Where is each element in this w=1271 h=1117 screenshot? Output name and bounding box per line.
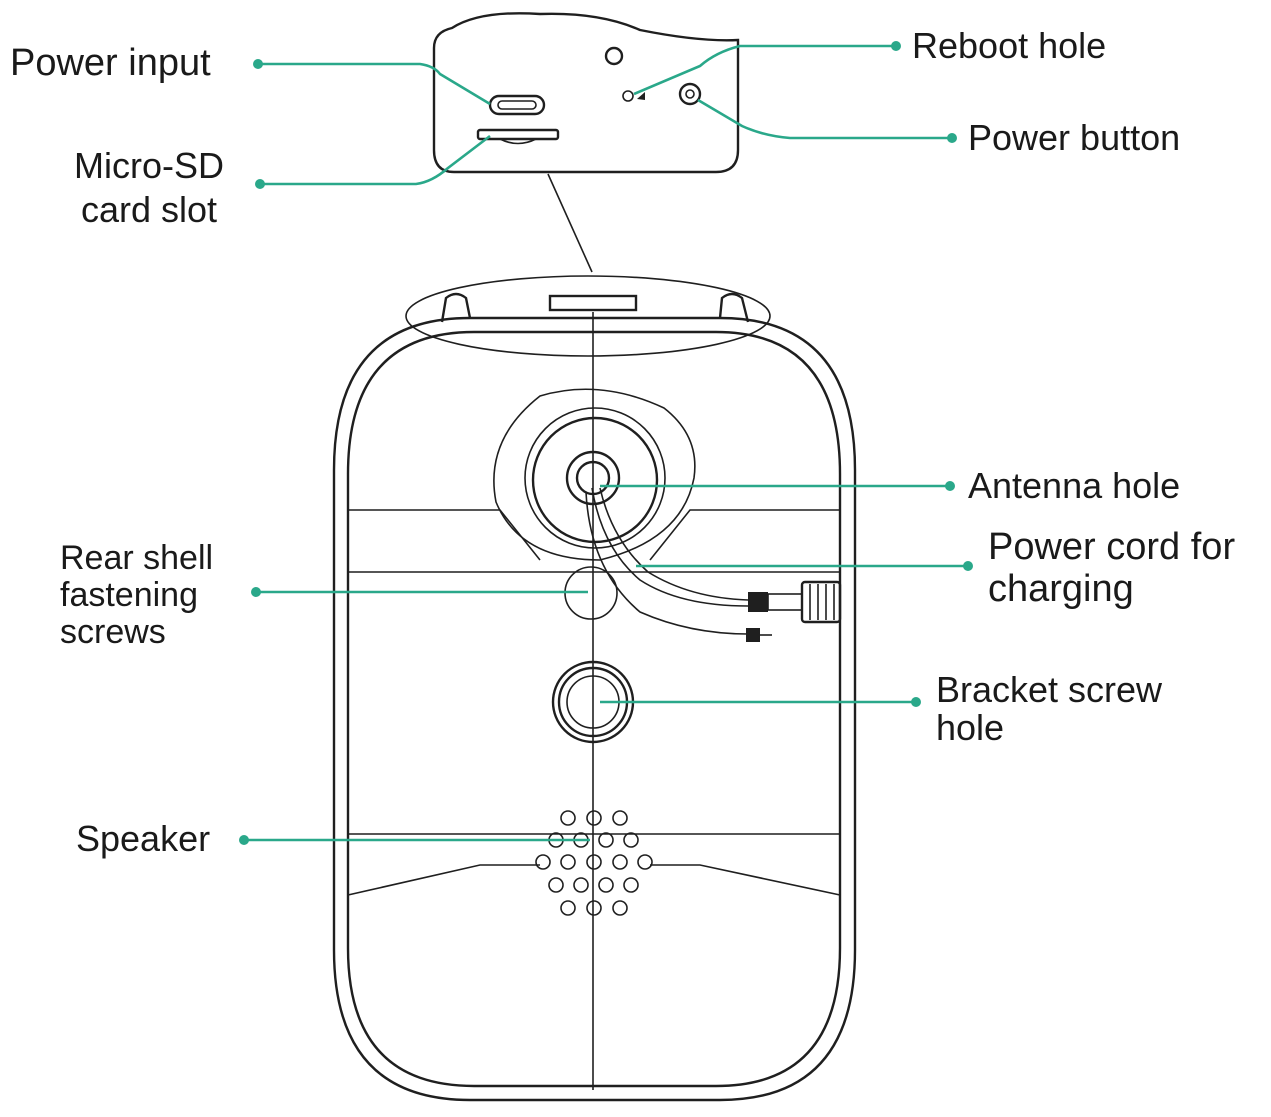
body-chamfer-lower-left (347, 864, 540, 896)
speaker-hole (612, 900, 628, 916)
micro-sd-slot (476, 128, 560, 141)
leader-lines (239, 41, 973, 845)
speaker-hole (560, 900, 576, 916)
label-micro-sd: Micro-SD card slot (74, 145, 224, 230)
label-speaker: Speaker (76, 818, 211, 859)
body-chamfer-lower-right (650, 864, 841, 896)
speaker-grille (535, 810, 653, 916)
label-reboot-hole: Reboot hole (912, 25, 1107, 66)
leader-power-button (697, 98, 952, 140)
speaker-hole (586, 900, 602, 916)
charging-cord-c (585, 491, 749, 635)
camera-body-outer (332, 316, 857, 1102)
leader-dot-power-button (947, 133, 957, 143)
leader-dot-rear-shell (251, 587, 261, 597)
charging-plug-knurl (809, 584, 835, 620)
speaker-hole (586, 810, 602, 826)
top-clip-center (548, 294, 638, 312)
label-antenna-hole: Antenna hole (968, 465, 1181, 506)
speaker-hole (598, 877, 614, 893)
leader-dot-micro-sd (255, 179, 265, 189)
antenna-boss-outer (493, 388, 696, 561)
micro-sd-slot-lip (499, 138, 537, 145)
power-input-port (488, 94, 546, 116)
camera-body (332, 292, 857, 1102)
leader-power-input (258, 62, 491, 106)
leader-reboot-hole (633, 44, 896, 96)
speaker-hole (623, 832, 639, 848)
antenna-hole (565, 450, 621, 506)
leader-dot-reboot-hole (891, 41, 901, 51)
speaker-hole (548, 877, 564, 893)
top-clip-left (440, 292, 472, 323)
antenna-boss-ring (524, 407, 666, 549)
leader-dot-speaker (239, 835, 249, 845)
speaker-hole (560, 854, 576, 870)
charging-plug-collar (767, 593, 803, 611)
port-panel-outline (432, 12, 740, 174)
speaker-hole (586, 854, 602, 870)
leader-micro-sd (260, 134, 491, 186)
leader-dot-power-cord (963, 561, 973, 571)
speaker-hole (612, 810, 628, 826)
label-bracket-screw: Bracket screw hole (936, 669, 1163, 748)
port-panel (432, 12, 740, 174)
power-button (678, 82, 702, 106)
camera-body-inner (346, 330, 842, 1088)
top-clip-right (718, 292, 750, 323)
speaker-hole (535, 854, 551, 870)
power-button-inner (685, 89, 695, 99)
label-power-cord: Power cord for charging (988, 526, 1236, 610)
reboot-symbol-icon (637, 92, 645, 100)
speaker-hole (573, 877, 589, 893)
charging-plug-body (748, 592, 768, 612)
body-chamfer-upper-left (348, 509, 541, 561)
top-edge-highlight-ellipse (405, 275, 771, 357)
panel-connector-line (547, 173, 593, 273)
charging-cord-b (591, 487, 749, 607)
charging-plug-nut (800, 580, 842, 624)
body-chamfer-upper-right (649, 509, 840, 561)
secondary-plug (746, 628, 760, 642)
power-input-port-inner (497, 100, 537, 110)
label-power-button: Power button (968, 117, 1181, 158)
antenna-boss-inner (531, 416, 659, 544)
charging-cord-a (599, 487, 749, 601)
speaker-hole (598, 832, 614, 848)
panel-indicator-led (604, 46, 624, 66)
label-power-input: Power input (10, 42, 211, 84)
speaker-hole (612, 854, 628, 870)
speaker-hole (560, 810, 576, 826)
leader-dot-power-input (253, 59, 263, 69)
reboot-hole (622, 90, 634, 102)
leader-dot-antenna-hole (945, 481, 955, 491)
speaker-hole (623, 877, 639, 893)
leader-dot-bracket-screw (911, 697, 921, 707)
speaker-hole (637, 854, 653, 870)
label-rear-shell: Rear shell fastening screws (60, 539, 214, 651)
